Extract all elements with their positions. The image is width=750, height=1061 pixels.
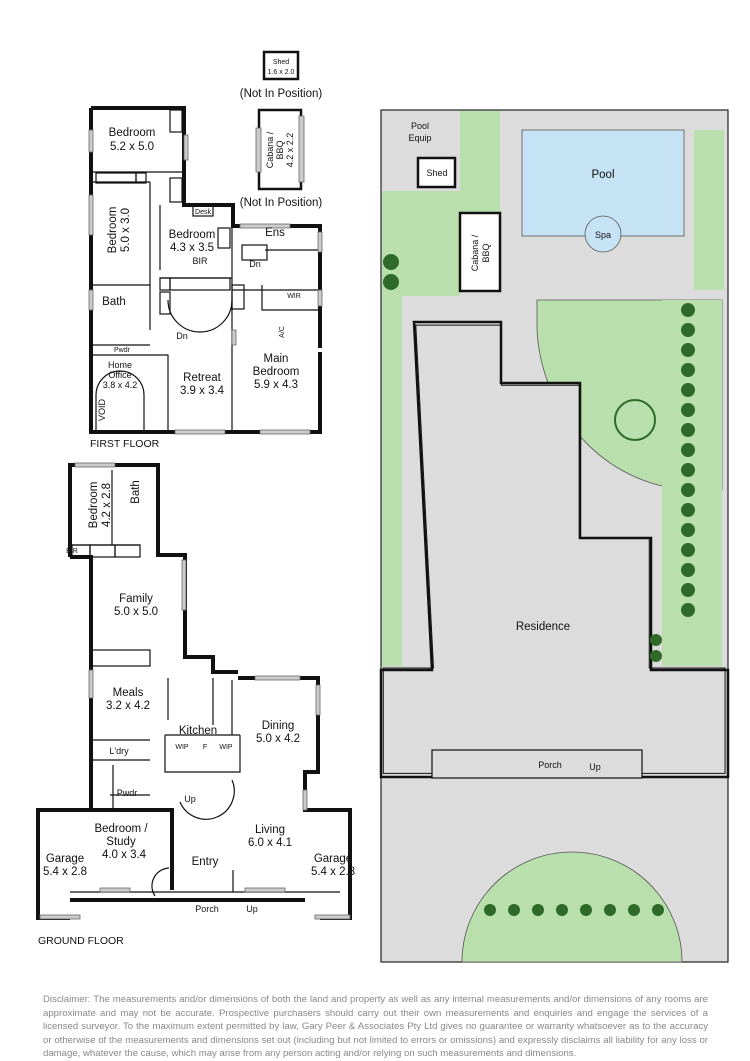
ff-bedroom2-size: 5.0 x 3.0 bbox=[120, 208, 132, 252]
ff-main-bedroom-label-2: Bedroom bbox=[253, 366, 300, 378]
site-pool-equip-label: Pool bbox=[411, 121, 429, 131]
site-plan: Pool Equip Shed Pool Spa Cabana / BBQ Re… bbox=[379, 109, 730, 963]
ff-retreat-label: Retreat bbox=[183, 372, 222, 384]
ff-main-bedroom-label: Main bbox=[264, 353, 289, 365]
cabana-size: 4.2 x 2.2 bbox=[285, 133, 295, 168]
site-residence-label: Residence bbox=[516, 621, 570, 633]
cabana-label: Cabana / bbox=[265, 131, 275, 168]
first-floor-plan: Bedroom 5.2 x 5.0 Bedroom 5.0 x 3.0 Bedr… bbox=[88, 106, 323, 450]
ff-desk-label: Desk bbox=[195, 209, 211, 216]
gf-bir-label: BIR bbox=[66, 548, 78, 555]
gf-study-label-2: Study bbox=[106, 836, 136, 848]
ff-bedroom1-label: Bedroom bbox=[109, 127, 156, 139]
first-floor-title: FIRST FLOOR bbox=[90, 438, 160, 450]
ff-ensuite-label: Ens bbox=[265, 227, 285, 239]
gf-bath-label: Bath bbox=[130, 480, 142, 504]
gf-bedroom-size: 4.2 x 2.8 bbox=[101, 483, 113, 527]
ff-bedroom3-label: Bedroom bbox=[169, 229, 216, 241]
ff-retreat-size: 3.9 x 3.4 bbox=[180, 385, 225, 397]
ff-dn-label-2: Dn bbox=[249, 259, 261, 269]
site-up-label: Up bbox=[589, 762, 601, 772]
gf-garage-left-size: 5.4 x 2.8 bbox=[43, 866, 87, 878]
gf-laundry-label: L'dry bbox=[109, 746, 129, 756]
disclaimer-text: Disclaimer: The measurements and/or dime… bbox=[43, 994, 708, 1059]
ff-bir-label: BIR bbox=[192, 256, 208, 266]
gf-living-label: Living bbox=[255, 824, 285, 836]
ff-bath-label: Bath bbox=[102, 296, 126, 308]
ff-ac-label: A/C bbox=[279, 326, 286, 338]
gf-meals-label: Meals bbox=[113, 687, 144, 699]
gf-pwdr-label: Pwdr bbox=[117, 788, 138, 798]
gf-living-size: 6.0 x 4.1 bbox=[248, 837, 292, 849]
gf-family-label: Family bbox=[119, 593, 153, 605]
ff-bedroom2-label: Bedroom bbox=[107, 207, 119, 254]
cabana-outbuilding: Cabana / BBQ 4.2 x 2.2 (Not In Position) bbox=[240, 108, 323, 209]
gf-family-size: 5.0 x 5.0 bbox=[114, 606, 158, 618]
cabana-note: (Not In Position) bbox=[240, 197, 323, 209]
shed-outbuilding: Shed 1.6 x 2.0 (Not In Position) bbox=[240, 50, 323, 100]
gf-garage-right-label: Garage bbox=[314, 853, 352, 865]
ff-wir-label: WIR bbox=[287, 293, 301, 300]
ff-office-label-2: Office bbox=[108, 370, 131, 380]
gf-meals-size: 3.2 x 4.2 bbox=[106, 700, 150, 712]
ff-main-bedroom-size: 5.9 x 4.3 bbox=[254, 379, 298, 391]
site-cabana-label: Cabana / bbox=[470, 234, 480, 271]
gf-fridge-label: F bbox=[203, 744, 207, 751]
shed-size: 1.6 x 2.0 bbox=[268, 69, 295, 76]
ground-floor-title: GROUND FLOOR bbox=[38, 935, 124, 947]
gf-garage-right-size: 5.4 x 2.8 bbox=[311, 866, 355, 878]
tree-icons bbox=[383, 254, 695, 916]
gf-study-size: 4.0 x 3.4 bbox=[102, 849, 147, 861]
shed-note: (Not In Position) bbox=[240, 88, 323, 100]
ff-pwdr-label: Pwdr bbox=[114, 347, 131, 354]
shed-label: Shed bbox=[273, 59, 289, 66]
gf-study-label: Bedroom / bbox=[94, 823, 148, 835]
gf-dining-label: Dining bbox=[262, 720, 295, 732]
site-pool-label: Pool bbox=[591, 169, 614, 181]
ground-floor-plan: Bedroom 4.2 x 2.8 Bath Family 5.0 x 5.0 … bbox=[36, 462, 355, 947]
site-shed-label: Shed bbox=[426, 168, 447, 178]
ff-dn-label: Dn bbox=[176, 331, 188, 341]
gf-dining-size: 5.0 x 4.2 bbox=[256, 733, 300, 745]
cabana-label-2: BBQ bbox=[275, 140, 285, 159]
gf-bedroom-label: Bedroom bbox=[88, 482, 100, 529]
site-pool-equip-label-2: Equip bbox=[408, 133, 431, 143]
gf-porch-label: Porch bbox=[195, 904, 219, 914]
ff-office-label: Home bbox=[108, 360, 132, 370]
gf-wip-label: WIP bbox=[175, 744, 189, 751]
ff-bedroom3-size: 4.3 x 3.5 bbox=[170, 242, 214, 254]
gf-garage-left-label: Garage bbox=[46, 853, 84, 865]
site-cabana-label-2: BBQ bbox=[481, 243, 491, 262]
site-porch-label: Porch bbox=[538, 760, 562, 770]
gf-wip-label-2: WIP bbox=[219, 744, 233, 751]
ff-office-size: 3.8 x 4.2 bbox=[103, 380, 138, 390]
gf-kitchen-label: Kitchen bbox=[179, 725, 217, 737]
gf-porch-up-label: Up bbox=[246, 904, 258, 914]
gf-stair-up-label: Up bbox=[184, 794, 196, 804]
ff-bedroom1-size: 5.2 x 5.0 bbox=[110, 141, 154, 153]
gf-entry-label: Entry bbox=[192, 856, 219, 868]
ff-void-label: VOID bbox=[97, 399, 107, 422]
site-spa-label: Spa bbox=[595, 230, 611, 240]
